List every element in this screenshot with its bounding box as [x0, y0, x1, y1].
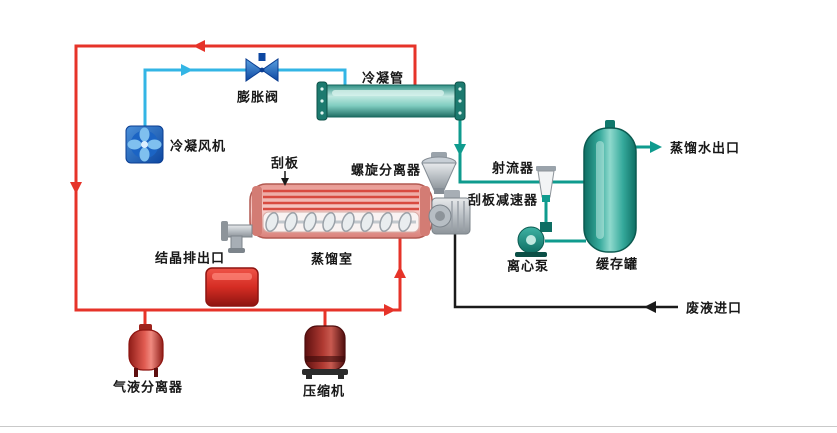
spiral-separator [421, 152, 457, 194]
condensing-fan [125, 125, 164, 164]
label-distilled-water-outlet: 蒸馏水出口 [669, 140, 741, 156]
expansion-valve [245, 53, 279, 82]
flow-arrows [70, 40, 662, 316]
label-waste-liquid-inlet: 废液进口 [685, 300, 743, 316]
label-compressor: 压缩机 [302, 383, 346, 399]
condenser-tube [316, 81, 466, 121]
centrifugal-pump [515, 222, 552, 257]
arrow-left-top-red [193, 40, 205, 52]
label-scraper-reducer: 刮板减速器 [467, 192, 539, 208]
bottom-divider [0, 426, 837, 427]
jet-ejector [536, 166, 556, 202]
cold-refrigerant-lines [143, 68, 347, 130]
crystal-outlet-nozzle [221, 221, 253, 253]
waste-lines [453, 232, 678, 309]
label-crystal-discharge-outlet: 结晶排出口 [154, 250, 226, 266]
arrow-down-left-red [70, 182, 82, 194]
label-distillation-chamber: 蒸馏室 [310, 251, 354, 267]
compressor [302, 325, 348, 379]
arrow-up-riser-red [394, 266, 406, 278]
arrow-down-teal [454, 144, 466, 156]
label-spiral-separator: 螺旋分离器 [350, 162, 422, 178]
scraper-pointer-arrow [281, 171, 289, 186]
label-buffer-tank: 缓存罐 [595, 256, 639, 272]
crystal-collection-box [205, 267, 259, 307]
distillation-chamber [249, 183, 433, 239]
label-gas-liquid-separator: 气液分离器 [112, 379, 184, 395]
arrow-right-bottom-red [384, 304, 396, 316]
buffer-tank [583, 120, 637, 253]
label-condenser-tube: 冷凝管 [361, 70, 405, 86]
label-centrifugal-pump: 离心泵 [506, 258, 550, 274]
arrow-right-cyan [181, 64, 193, 76]
label-condensing-fan: 冷凝风机 [169, 138, 227, 154]
label-expansion-valve: 膨胀阀 [236, 89, 280, 105]
label-jet-ejector: 射流器 [491, 160, 535, 176]
label-scraper: 刮板 [270, 155, 300, 171]
gas-liquid-separator [128, 324, 164, 377]
arrow-left-waste-black [644, 301, 656, 313]
arrow-right-outlet-teal [650, 141, 662, 153]
scraper-reducer [428, 190, 471, 235]
